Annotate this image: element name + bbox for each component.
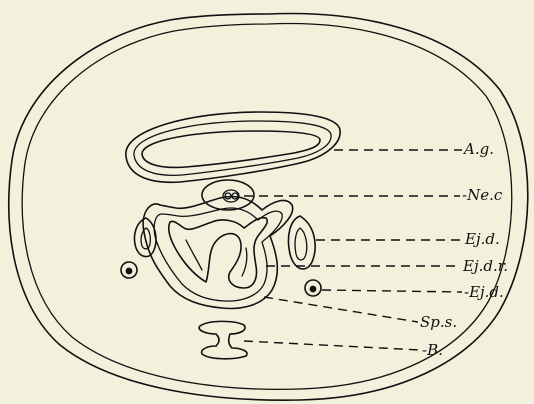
leader-sps	[264, 297, 418, 322]
label-ag: A.g.	[462, 140, 494, 158]
b-structure	[199, 321, 247, 358]
ejaculatory-duct-outer	[143, 197, 293, 309]
gland-outer	[126, 112, 340, 182]
label-b: -B.	[422, 341, 443, 359]
gland-inner	[142, 131, 320, 167]
label-ejd-upper: Ej.d.	[464, 230, 500, 248]
left-vessel-center	[126, 268, 133, 275]
leader-b	[244, 341, 420, 350]
outer-body-wall	[9, 14, 528, 401]
label-nec: -Ne.c	[462, 186, 503, 204]
label-sps: Sp.s.	[420, 313, 457, 331]
label-ejd-lower: -Ej.d.	[464, 283, 504, 301]
ejaculatory-duct-lumen	[169, 218, 268, 288]
nerve-cord-sheath	[202, 180, 254, 210]
leader-ejd-lower	[322, 290, 462, 292]
right-vessel-center	[310, 286, 317, 293]
right-lateral-duct-inner	[295, 228, 307, 260]
label-ejdr: Ej.d.r.	[462, 257, 508, 275]
right-lateral-duct	[288, 216, 315, 269]
